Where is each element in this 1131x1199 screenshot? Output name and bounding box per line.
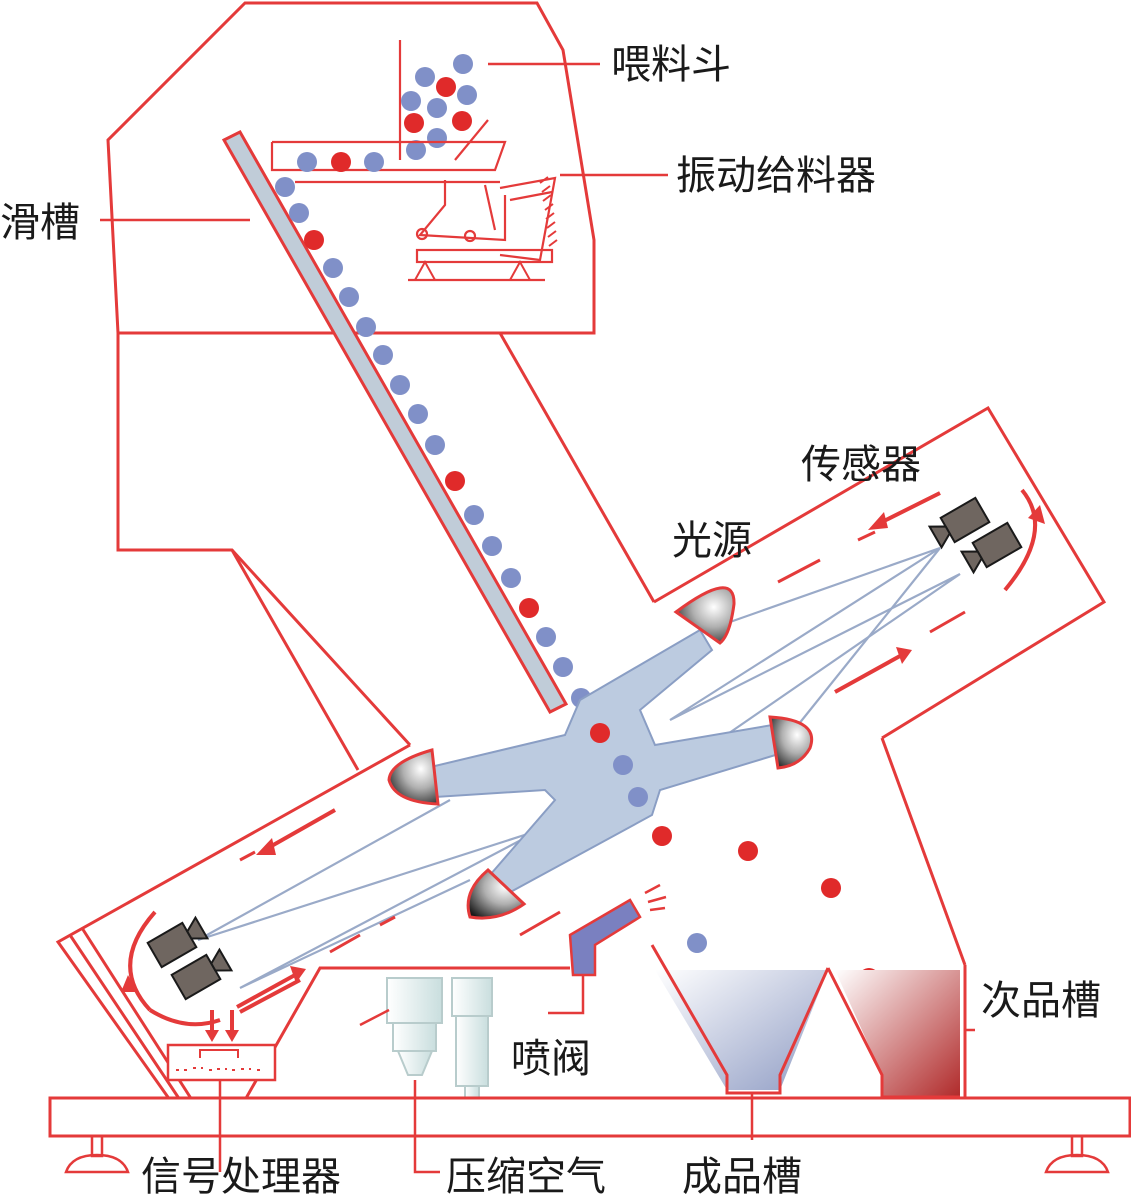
hopper (398, 40, 489, 161)
signal-processor (166, 1043, 277, 1082)
good-particle (427, 128, 447, 148)
reject-bin (826, 967, 960, 1099)
compressed-air-leader-2 (359, 1008, 390, 1027)
hopper-label: 喂料斗 (611, 42, 731, 88)
good-particle (425, 435, 445, 455)
good-particle (297, 152, 317, 172)
good-particle (415, 67, 435, 87)
chute-particles (275, 177, 591, 708)
bad-particle (436, 77, 456, 97)
light-source-label: 光源 (672, 518, 752, 564)
air-nozzles (386, 977, 493, 1102)
good-particle (482, 536, 502, 556)
base-platform (48, 1096, 1131, 1174)
lamp (387, 748, 440, 806)
vibratory-feeder (270, 140, 558, 282)
ejector-valve-label: 喷阀 (511, 1036, 591, 1082)
good-particle (687, 933, 707, 953)
bad-particle (445, 471, 465, 491)
bad-particle (738, 841, 758, 861)
good-particle (408, 404, 428, 424)
good-particle (406, 140, 426, 160)
good-particle (628, 787, 648, 807)
flow-arrows (121, 488, 1045, 1042)
lamp (768, 715, 813, 770)
good-particle (356, 317, 376, 337)
hopper-particles (401, 54, 477, 160)
camera-icon (959, 521, 1023, 575)
good-particle (613, 755, 633, 775)
bad-particle (821, 878, 841, 898)
lamp (673, 586, 736, 645)
light-source-lamps (387, 586, 813, 920)
good-particle (323, 258, 343, 278)
reject-bin-label: 次品槽 (981, 978, 1101, 1024)
good-particle (464, 505, 484, 525)
good-particle (275, 177, 295, 197)
lower-optical-box (55, 743, 570, 1101)
feeder-particles (297, 152, 384, 172)
bad-particle (452, 111, 472, 131)
signal-processor-label: 信号处理器 (141, 1154, 341, 1199)
good-particle (390, 375, 410, 395)
sensor-cameras-upper (927, 496, 1023, 575)
good-particle (427, 98, 447, 118)
chute-label: 滑槽 (0, 200, 80, 246)
sensor-label: 传感器 (801, 442, 921, 488)
bad-particle (590, 723, 610, 743)
bad-particle (404, 113, 424, 133)
accept-bin (650, 944, 830, 1095)
bad-particle (652, 826, 672, 846)
accept-bin-label: 成品槽 (682, 1154, 802, 1199)
good-particle (364, 152, 384, 172)
chute (221, 130, 569, 714)
upper-housing (106, 1, 656, 771)
good-particle (457, 85, 477, 105)
lamp (466, 867, 527, 920)
chamber-particles (590, 723, 648, 807)
good-particle (401, 91, 421, 111)
camera-icon (927, 496, 991, 550)
camera-icon (170, 947, 234, 1001)
viewing-chamber (416, 628, 794, 897)
good-particle (536, 627, 556, 647)
good-particle (453, 54, 473, 74)
good-particle (289, 203, 309, 223)
bad-particle (304, 230, 324, 250)
vibratory-feeder-label: 振动给料器 (676, 153, 876, 199)
camera-icon (146, 915, 210, 969)
sensor-cameras-lower (146, 915, 234, 1001)
good-particle (501, 568, 521, 588)
good-particle (373, 345, 393, 365)
compressed-air-leader (413, 1080, 440, 1174)
ejector-valve (548, 883, 667, 1015)
compressed-air-label: 压缩空气 (446, 1154, 606, 1199)
good-particle (339, 287, 359, 307)
bad-particle (519, 598, 539, 618)
good-particle (553, 657, 573, 677)
bad-particle (331, 152, 351, 172)
